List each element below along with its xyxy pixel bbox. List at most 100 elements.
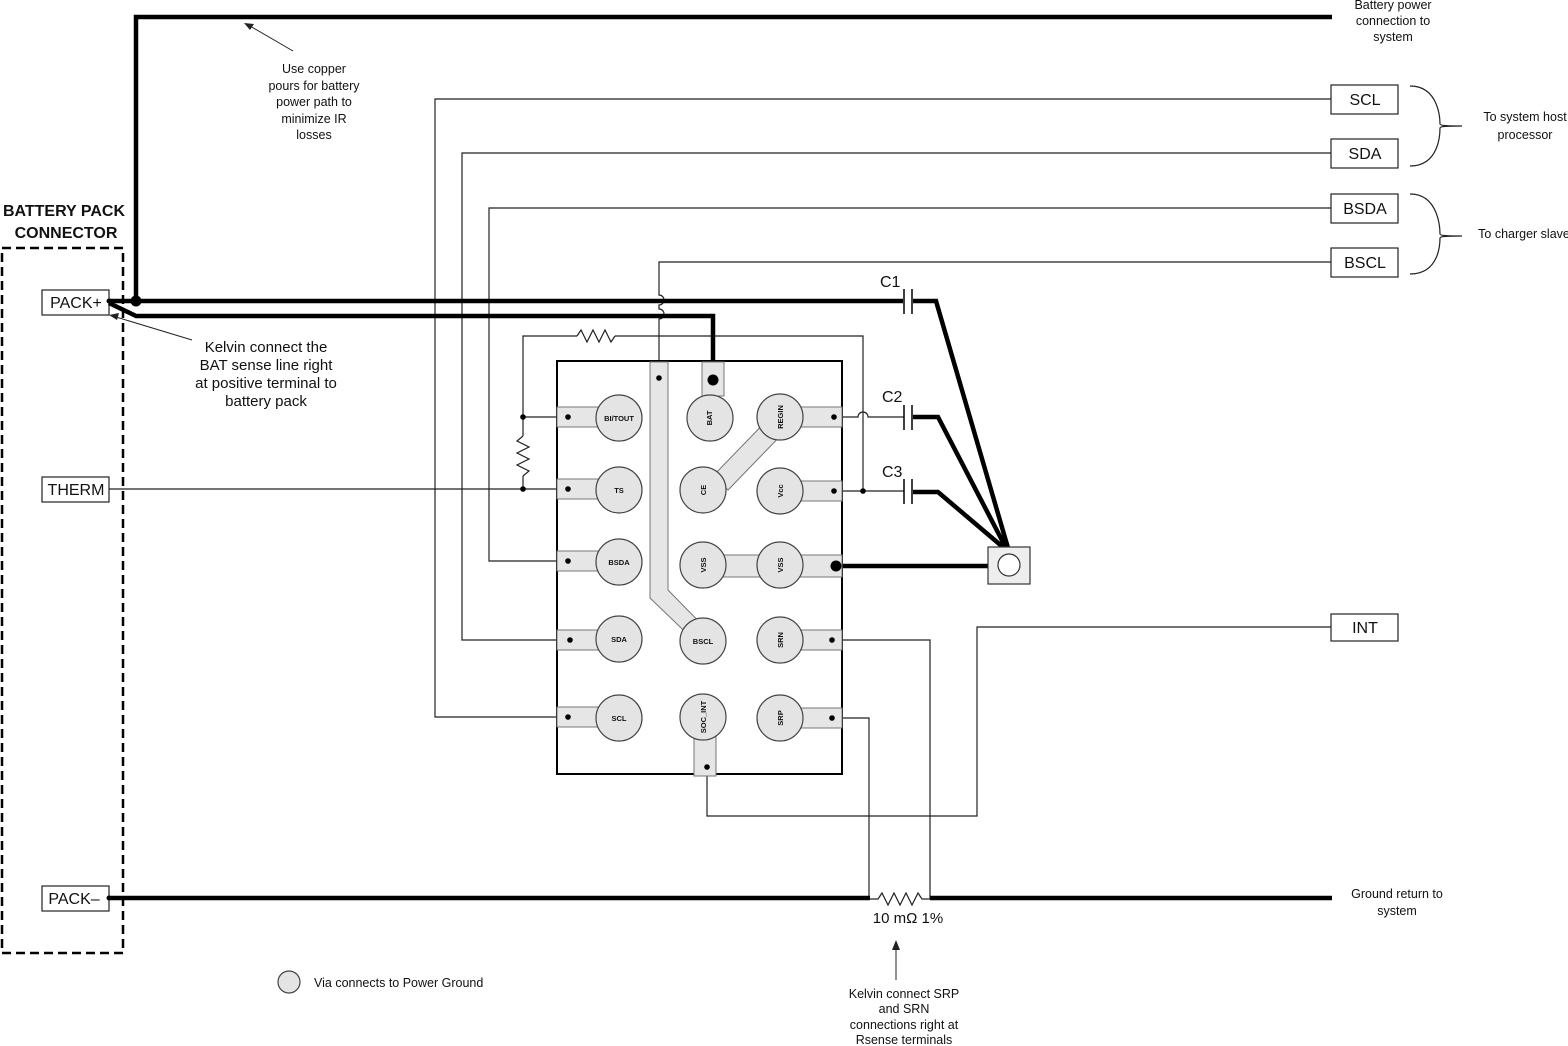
pack-plus-pin-dot <box>106 298 112 304</box>
host-note-1: To system host <box>1483 110 1567 124</box>
copper-note-4: minimize IR <box>281 112 346 126</box>
bitout-pullup-right <box>615 335 864 491</box>
host-brace <box>1409 85 1463 167</box>
bat-junction <box>707 374 719 386</box>
charger-note: To charger slave <box>1478 227 1568 241</box>
srn-wire <box>832 639 931 899</box>
pin-label-bi-tout: BI/TOUT <box>604 414 634 423</box>
therm-box <box>41 476 110 503</box>
pack-plus-box <box>41 289 110 316</box>
pin-label-regin: REGIN <box>776 405 785 429</box>
pad-vss-right <box>756 541 804 589</box>
pin-label-scl: SCL <box>612 714 627 723</box>
kelvin-bat-note-3: at positive terminal to <box>195 375 337 392</box>
pad-srn <box>756 616 804 664</box>
c1-ground-lead <box>913 298 1011 549</box>
pack-minus-pin-dot <box>106 895 112 901</box>
int-wire <box>706 626 1331 817</box>
signal-wires <box>109 98 1331 899</box>
bsda-label: BSDA <box>1343 201 1387 218</box>
host-note-2: processor <box>1498 128 1553 142</box>
charger-brace <box>1409 193 1463 275</box>
vcc-node <box>860 488 866 494</box>
battery-power-note-3: system <box>1373 30 1413 44</box>
battery-power-trace <box>133 14 1332 303</box>
srn-pad-dot <box>829 637 835 643</box>
sense-resistor-label: 10 mΩ 1% <box>873 910 943 927</box>
pad-ts <box>595 466 643 514</box>
pin-label-ce: CE <box>699 485 708 495</box>
pin-label-soc-int: SOC_INT <box>699 700 708 733</box>
copper-note-3: power path to <box>276 95 352 109</box>
signal-boxes: SCL SDA BSDA BSCL INT <box>1330 84 1399 642</box>
battery-power-note-2: connection to <box>1356 14 1430 28</box>
copper-arrow-head <box>244 23 254 30</box>
c1-label: C1 <box>880 274 901 291</box>
pin-label-bscl: BSCL <box>693 637 714 646</box>
kelvin-srp-note-3: connections right at <box>850 1018 959 1032</box>
pad-vcc <box>756 467 804 515</box>
pad-bat <box>686 394 734 442</box>
pad-bsda <box>595 538 643 586</box>
sense-resistor-zigzag <box>870 891 930 907</box>
kelvin-srp-note-4: Rsense terminals <box>856 1033 953 1046</box>
pad-soc-int <box>679 693 727 741</box>
sda-wire <box>461 152 1331 641</box>
pad-sda <box>595 615 643 663</box>
sda-label: SDA <box>1349 146 1382 163</box>
ic-traces <box>556 361 843 777</box>
copper-note-2: pours for battery <box>268 79 360 93</box>
pad-bscl <box>679 617 727 665</box>
bscl-box <box>1330 247 1399 278</box>
ground-via-icon <box>997 553 1021 577</box>
copper-note-1: Use copper <box>282 62 346 76</box>
scl-wire <box>434 98 1331 718</box>
ts-resistor <box>515 435 531 477</box>
connector-dashed-outline <box>0 246 125 955</box>
bitout-node <box>520 414 526 420</box>
pin-label-srp: SRP <box>776 710 785 725</box>
pack-plus-junction <box>130 295 142 307</box>
bsda-pad-dot <box>565 558 571 564</box>
pad-vss-left <box>679 541 727 589</box>
kelvin-bat-arrow-line <box>115 316 193 341</box>
battery-pack-connector: BATTERY PACK CONNECTOR PACK+ THERM PACK– <box>0 203 126 955</box>
pack-plus-label: PACK+ <box>50 295 102 312</box>
int-label: INT <box>1352 620 1378 637</box>
connector-header-line1: BATTERY PACK <box>3 203 126 220</box>
pin-label-vss-right: VSS <box>776 557 785 572</box>
arrows <box>109 23 900 980</box>
srp-pad-dot <box>829 715 835 721</box>
pin-label-vcc: Vcc <box>776 484 785 497</box>
kelvin-srp-note-1: Kelvin connect SRP <box>849 987 959 1001</box>
c2-ground-lead <box>913 414 1008 550</box>
copper-note-5: losses <box>296 128 331 142</box>
via-legend-icon <box>277 970 301 994</box>
pin-label-bat: BAT <box>705 410 714 425</box>
bat-sense-trace <box>108 300 716 380</box>
capacitors: C1 C2 C3 <box>880 274 913 504</box>
junction-dots <box>106 295 866 901</box>
scl-box <box>1330 84 1399 115</box>
bscl-pad-dot <box>656 375 662 381</box>
bitout-pullup-resistor <box>576 328 616 344</box>
ground-return-note-1: Ground return to <box>1351 887 1443 901</box>
pad-regin <box>756 393 804 441</box>
pin-label-ts: TS <box>614 486 624 495</box>
bitout-pad-dot <box>565 414 571 420</box>
pack-minus-label: PACK– <box>48 891 99 908</box>
sda-pad-dot <box>567 637 573 643</box>
notes: Battery power connection to system Use c… <box>195 0 1568 1046</box>
ground-return-note-2: system <box>1377 904 1417 918</box>
pin-label-vss-left: VSS <box>699 557 708 572</box>
ts-pad-dot <box>565 486 571 492</box>
bscl-label: BSCL <box>1344 255 1386 272</box>
kelvin-bat-note-1: Kelvin connect the <box>205 339 328 356</box>
pack-minus-box <box>41 885 110 912</box>
srp-wire <box>832 717 870 899</box>
power-paths <box>108 14 1332 901</box>
vcc-pad-dot <box>831 488 837 494</box>
soc-int-pad-dot <box>704 764 710 770</box>
kelvin-srp-arrow-head <box>892 940 900 950</box>
